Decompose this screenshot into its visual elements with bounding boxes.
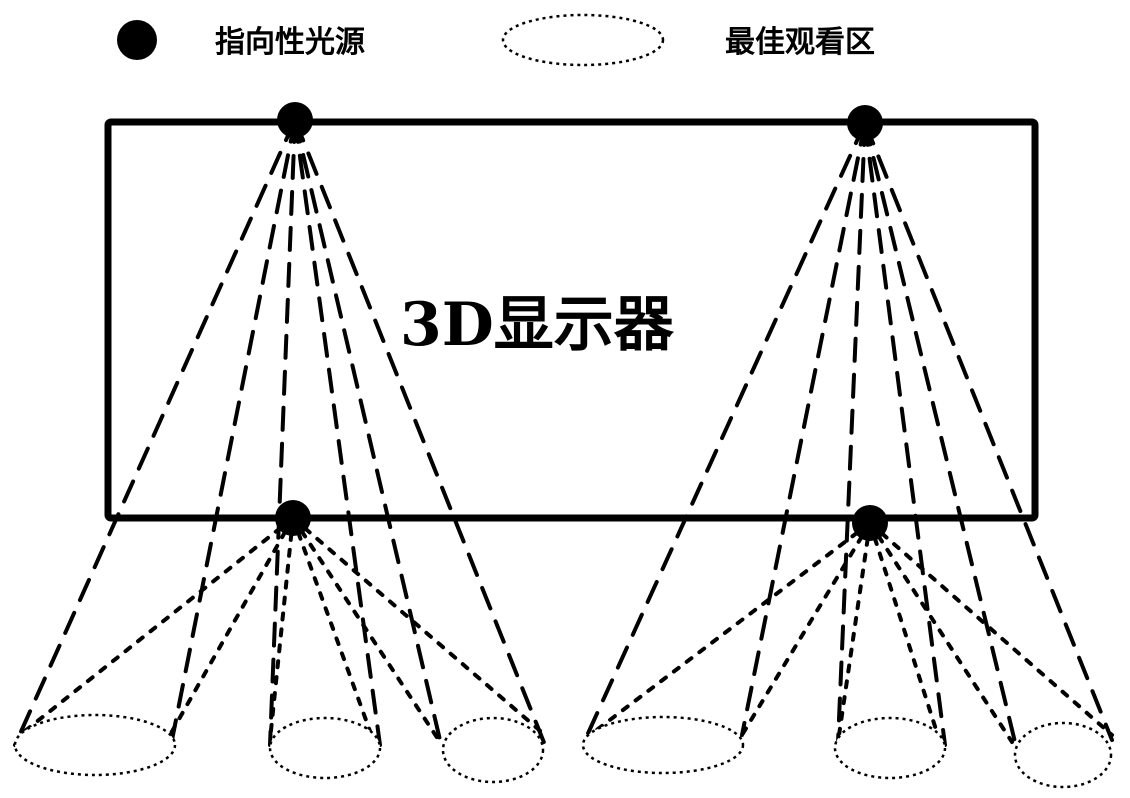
light-source-dot-icon (847, 105, 883, 141)
light-beam-long-dash (293, 118, 442, 742)
light-source-dot-icon (275, 500, 311, 536)
legend-light-source-label: 指向性光源 (215, 25, 365, 60)
light-beams-from-bottom-sources (18, 516, 1114, 747)
directional-light-sources (275, 102, 888, 541)
viewing-zone-ellipse (441, 716, 545, 784)
light-beam-long-dash (170, 118, 297, 742)
light-beam-short-dash (268, 516, 295, 742)
light-beam-long-dash (836, 121, 867, 744)
viewing-zone-ellipse (581, 715, 745, 775)
light-beam-long-dash (863, 121, 947, 747)
3d-display-frame (104, 118, 1039, 522)
light-beam-long-dash (863, 121, 1017, 744)
legend-viewing-zone-label: 最佳观看区 (725, 25, 875, 60)
light-beam-short-dash (836, 521, 872, 744)
light-beam-long-dash (293, 118, 382, 747)
light-beam-long-dash (13, 118, 297, 747)
light-beam-long-dash (583, 121, 867, 742)
light-beams-from-top-sources (13, 118, 1114, 747)
display-label: 3D显示器 (400, 290, 675, 360)
light-beam-short-dash (291, 516, 547, 737)
light-beam-short-dash (291, 516, 442, 744)
light-beam-short-dash (588, 521, 872, 737)
legend-light-source-icon (117, 20, 157, 60)
viewing-zone-ellipse (1013, 721, 1113, 789)
legend-viewing-zone-icon (501, 13, 665, 67)
light-beam-short-dash (868, 521, 1114, 737)
viewing-zone-ellipse (833, 716, 947, 780)
light-beam-long-dash (293, 118, 547, 747)
light-source-dot-icon (852, 505, 888, 541)
viewing-zone-ellipse (13, 713, 177, 777)
light-beam-long-dash (740, 121, 867, 737)
best-viewing-zones (13, 713, 1113, 789)
light-source-dot-icon (277, 102, 313, 138)
light-beam-short-dash (168, 516, 295, 737)
light-beam-short-dash (18, 516, 295, 737)
light-beam-short-dash (740, 521, 872, 737)
light-beam-short-dash (868, 521, 942, 744)
viewing-zone-ellipse (268, 716, 382, 780)
legend: 指向性光源 最佳观看区 (117, 13, 875, 67)
light-beam-long-dash (863, 121, 1114, 742)
light-beam-long-dash (268, 118, 297, 747)
light-beam-short-dash (868, 521, 1014, 744)
